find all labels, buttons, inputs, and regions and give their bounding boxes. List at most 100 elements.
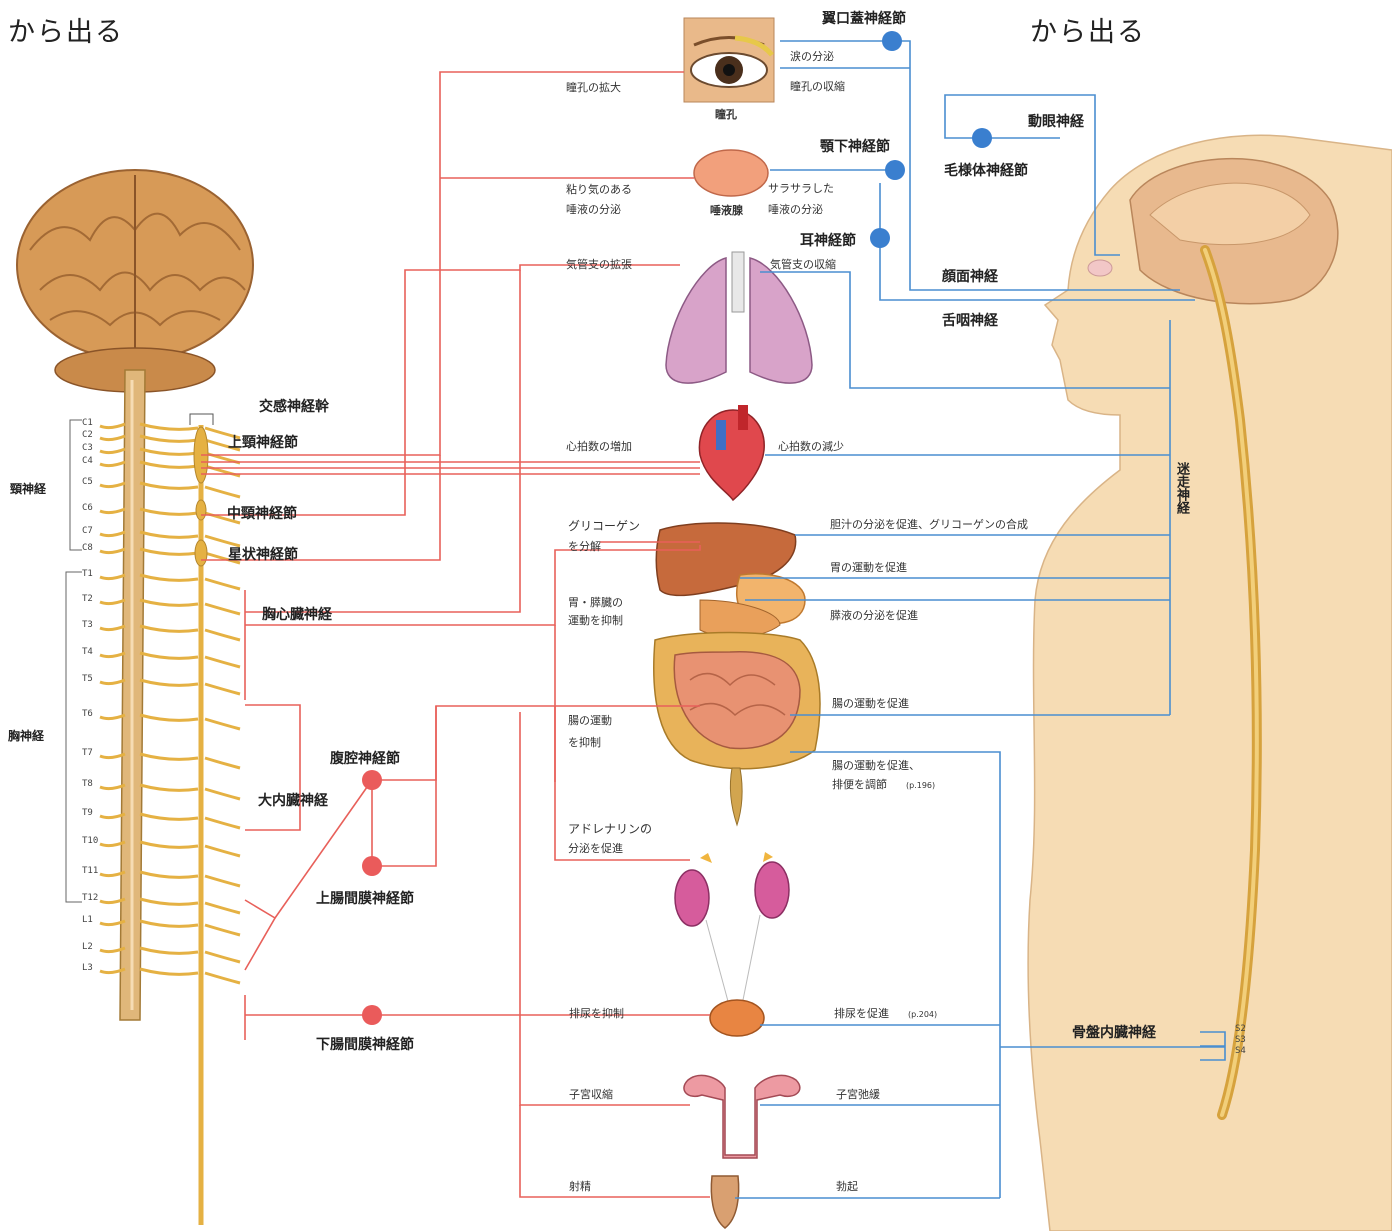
para-effect-colon-1: 腸の運動を促進、 [832, 759, 920, 773]
facial-nerve-label: 顔面神経 [942, 266, 998, 286]
header-right: から出る [1030, 10, 1146, 49]
spinal-nerve-branch [100, 549, 240, 563]
vertebra-label: C5 [82, 477, 93, 487]
sym-effect-bladder: 排尿を抑制 [569, 1007, 624, 1021]
vertebra-label: T3 [82, 620, 93, 630]
organ-liver [656, 523, 805, 637]
sym-effect-bronchi: 気管支の拡張 [566, 258, 632, 272]
superior-cervical-ganglion-label: 上頸神経節 [228, 432, 298, 452]
ciliary-ganglion-dot [972, 128, 992, 148]
ciliary-ganglion-label: 毛様体神経節 [944, 160, 1028, 180]
vertebra-label: L2 [82, 942, 93, 952]
vertebra-label: C1 [82, 418, 93, 428]
pupil-organ-label: 瞳孔 [715, 108, 737, 122]
sympathetic-pathways [201, 72, 710, 1197]
parasympathetic-line [790, 752, 1000, 1198]
vertebra-label: L3 [82, 963, 93, 973]
sympathetic-trunk-label: 交感神経幹 [259, 396, 329, 416]
para-effect-bladder-ref: (p.204) [908, 1008, 937, 1022]
organ-eye [684, 18, 774, 102]
pterygopalatine-ganglion-dot [882, 31, 902, 51]
sym-effect-ejaculation: 射精 [569, 1180, 591, 1194]
sym-effect-glycogen-2: を分解 [568, 540, 601, 554]
sym-effect-stomach-1: 胃・膵臓の [568, 596, 623, 610]
spinal-nerve-branch [100, 532, 240, 546]
left-brain-spine [17, 170, 253, 1020]
sym-effect-pupil: 瞳孔の拡大 [566, 81, 621, 95]
sym-effect-heart: 心拍数の増加 [566, 440, 632, 454]
sympathetic-line [520, 1105, 710, 1197]
vertebra-label: C6 [82, 503, 93, 513]
spinal-nerve-branch [100, 626, 240, 640]
vertebra-label: T2 [82, 594, 93, 604]
vertebra-label: T8 [82, 779, 93, 789]
para-effect-liver: 胆汁の分泌を促進、グリコーゲンの合成 [830, 518, 1028, 532]
spinal-nerve-branch [100, 653, 240, 667]
organ-salivary-gland [694, 150, 768, 196]
para-effect-colon-ref: (p.196) [906, 779, 935, 793]
group-brackets [66, 420, 82, 902]
vertebra-label: C4 [82, 456, 93, 466]
sympathetic-line [372, 706, 700, 780]
sym-effect-glycogen-1: グリコーゲン [568, 519, 640, 533]
sym-effect-uterus: 子宮収縮 [569, 1088, 613, 1102]
inferior-mesenteric-ganglion-dot [362, 1005, 382, 1025]
para-effect-bronchi: 気管支の収縮 [770, 258, 836, 272]
para-effect-saliva-2: 唾液の分泌 [768, 203, 823, 217]
spinal-nerve-branch [100, 680, 240, 694]
celiac-ganglion-label: 腹腔神経節 [330, 748, 400, 768]
inferior-mesenteric-ganglion-label: 下腸間膜神経節 [316, 1034, 414, 1054]
submandibular-ganglion-label: 顎下神経節 [820, 136, 890, 156]
pelvic-splanchnic-nerve-label: 骨盤内臓神経 [1072, 1022, 1156, 1042]
celiac-ganglion-dot [362, 770, 382, 790]
vertebra-label: C2 [82, 430, 93, 440]
superior-mesenteric-ganglion-dot [362, 856, 382, 876]
vertebra-label: C8 [82, 543, 93, 553]
vertebra-label: T11 [82, 866, 98, 876]
spinal-nerve-branch [100, 575, 240, 589]
sympathetic-line [245, 705, 300, 830]
spinal-nerve-branch [100, 449, 240, 463]
vertebra-label: C7 [82, 526, 93, 536]
organ-kidneys [675, 852, 789, 1005]
para-effect-pancreas: 膵液の分泌を促進 [830, 609, 918, 623]
oculomotor-nerve-label: 動眼神経 [1028, 111, 1084, 131]
spinal-nerve-branch [100, 754, 240, 768]
vertebra-label: T6 [82, 709, 93, 719]
para-effect-bladder: 排尿を促進 [834, 1007, 889, 1021]
pterygopalatine-ganglion-label: 翼口蓋神経節 [822, 8, 906, 28]
vertebra-label: T4 [82, 647, 93, 657]
sym-effect-adrenaline-1: アドレナリンの [568, 822, 652, 836]
sym-effect-intestine-2: を抑制 [568, 736, 601, 750]
sym-effect-saliva-2: 唾液の分泌 [566, 203, 621, 217]
vertebra-label: C3 [82, 443, 93, 453]
organ-uterus [684, 1075, 800, 1158]
organ-heart [699, 405, 764, 500]
sym-effect-intestine-1: 腸の運動 [568, 714, 612, 728]
organ-intestines [654, 633, 820, 826]
middle-cervical-ganglion-label: 中頸神経節 [227, 503, 297, 523]
glossopharyngeal-nerve-label: 舌咽神経 [942, 310, 998, 330]
para-effect-pupil: 瞳孔の収縮 [790, 80, 845, 94]
sacral-label: S3 [1235, 1035, 1246, 1045]
spinal-nerve-branch [100, 483, 240, 497]
greater-splanchnic-nerve-label: 大内臓神経 [258, 790, 328, 810]
vertebra-label: T9 [82, 808, 93, 818]
sym-effect-saliva-1: 粘り気のある [566, 183, 632, 197]
para-effect-erection: 勃起 [836, 1180, 858, 1194]
sym-effect-stomach-2: 運動を抑制 [568, 614, 623, 628]
vertebra-label: L1 [82, 915, 93, 925]
para-effect-stomach: 胃の運動を促進 [830, 561, 907, 575]
thoracic-nerve-label: 胸神経 [8, 727, 44, 744]
para-effect-saliva-1: サラサラした [768, 182, 834, 196]
sacral-label: S2 [1235, 1024, 1246, 1034]
sympathetic-line [245, 900, 275, 970]
para-effect-colon-2: 排便を調節 [832, 778, 887, 792]
vertebra-label: T7 [82, 748, 93, 758]
salivary-organ-label: 唾液腺 [710, 204, 743, 218]
otic-ganglion-dot [870, 228, 890, 248]
submandibular-ganglion-dot [885, 160, 905, 180]
organ-penis [711, 1176, 738, 1228]
para-effect-uterus: 子宮弛緩 [836, 1088, 880, 1102]
cervical-nerve-label: 頸神経 [10, 480, 46, 497]
